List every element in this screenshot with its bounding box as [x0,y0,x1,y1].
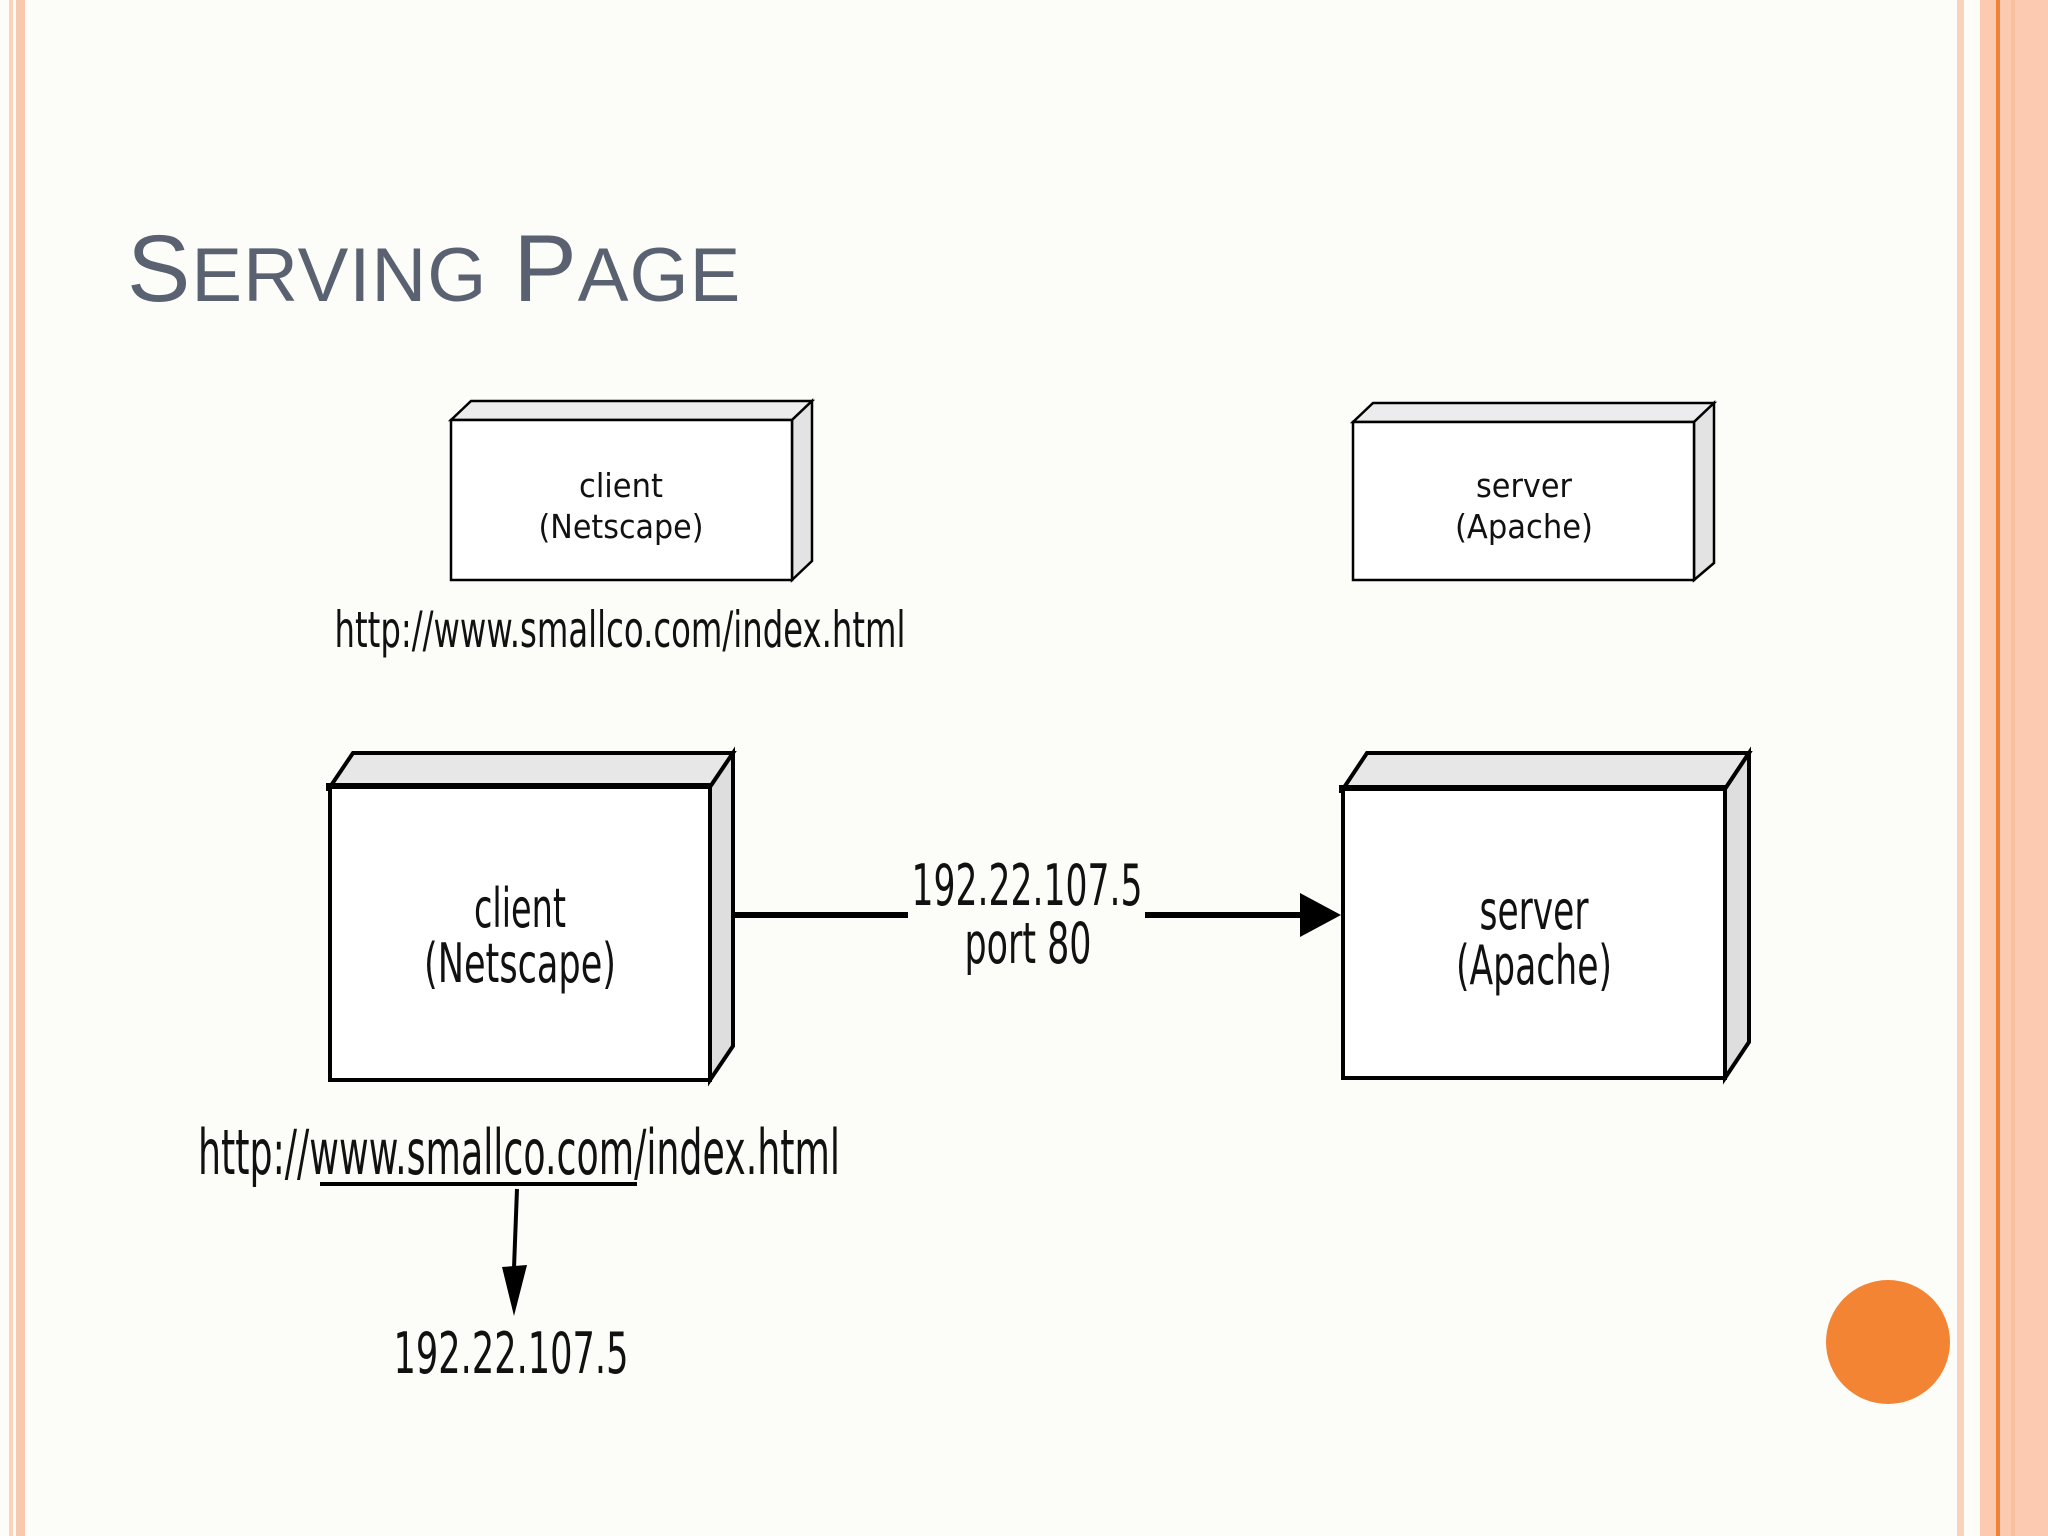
main-client-box-front-face [328,785,712,1082]
top-server-box-top-face [1349,401,1718,424]
main-client-label-line1: client [474,877,566,940]
top-client-label-line2: (Netscape) [539,507,704,546]
connection-arrow: 192.22.107.5 port 80 [733,853,1341,977]
slide-accent-circle [1826,1280,1950,1404]
main-request-url: http://www.smallco.com/index.html [198,1116,840,1189]
top-request-url: http://www.smallco.com/index.html [335,601,906,659]
top-server-label-line2: (Apache) [1455,507,1593,546]
connection-port-label: port 80 [965,911,1092,977]
left-border-stripe-wide [16,0,25,1536]
connection-ip-label: 192.22.107.5 [912,853,1143,919]
top-server-node: server (Apache) [1349,400,1718,583]
top-server-box-front-face [1351,420,1696,582]
top-client-label-line1: client [579,466,663,505]
dns-arrow-line [512,1188,519,1269]
main-client-box-side-face [708,746,735,1087]
dns-arrowhead-icon [502,1265,527,1316]
resolved-ip-label: 192.22.107.5 [394,1321,629,1387]
right-border-inner-stripe [2011,0,2015,1536]
title-word-page: PAGE [513,216,742,322]
top-client-box-side-face [790,398,814,583]
top-server-label-line1: server [1476,466,1572,505]
main-server-box-side-face [1723,746,1751,1085]
main-server-label-line2: (Apache) [1456,934,1612,997]
top-client-box-top-face [447,399,816,422]
main-client-label-line2: (Netscape) [424,932,616,995]
main-server-box-front-face [1341,787,1727,1080]
connection-arrowhead-icon [1300,893,1341,937]
left-border-stripe-thin [9,0,13,1536]
title-word-serving: SERVING [127,216,488,322]
right-border-orange-line [1996,0,2000,1536]
top-server-box-side-face [1692,400,1716,583]
dns-resolution-annotation: 192.22.107.5 [394,1188,629,1387]
main-server-node: server (Apache) [1339,746,1753,1085]
main-client-box-top-face [326,751,737,789]
main-server-label-line1: server [1480,879,1590,942]
top-client-box-front-face [449,418,794,582]
main-client-node: client (Netscape) [326,746,737,1087]
main-server-box-top-face [1339,751,1753,791]
top-client-node: client (Netscape) [447,398,816,583]
request-url-annotation: http://www.smallco.com/index.html [198,1116,840,1189]
right-border-stripe-thin [1957,0,1964,1536]
